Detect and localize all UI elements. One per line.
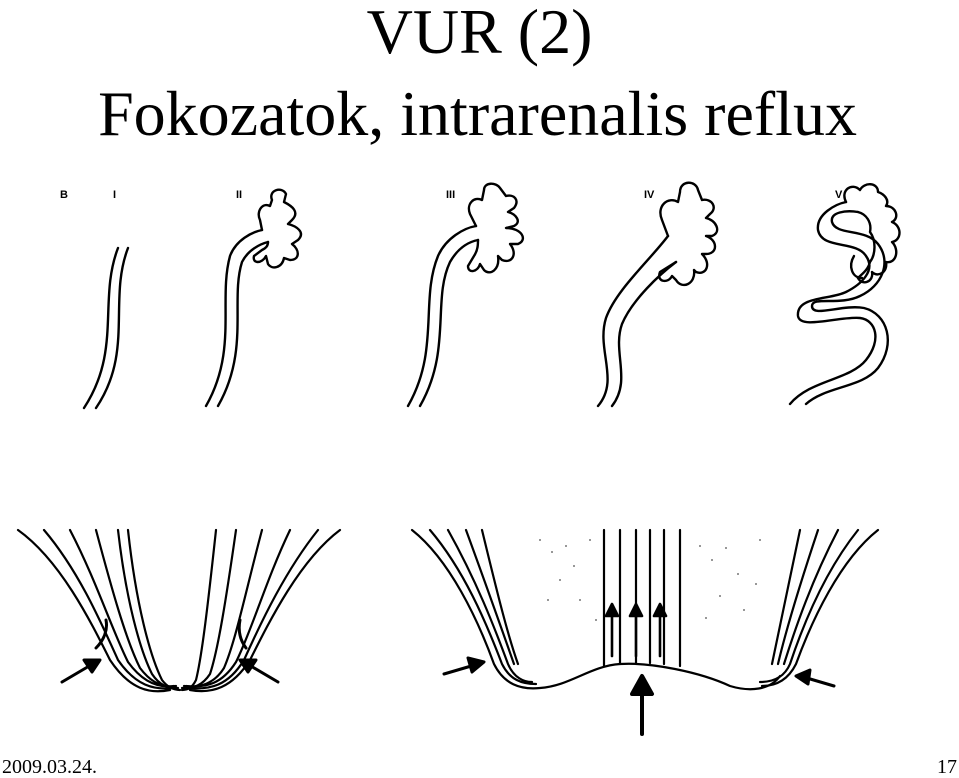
page-number: 17 xyxy=(937,756,957,778)
ureter-grade-v xyxy=(788,183,901,406)
grade-label-v: V xyxy=(835,189,843,201)
grade-label-iv: IV xyxy=(644,189,655,201)
ureter-grade-i xyxy=(82,246,130,410)
arrow-left-normal xyxy=(60,658,102,684)
ureter-grade-iv xyxy=(596,181,719,408)
arrow-left-compound xyxy=(442,656,486,676)
grade-label-iii: III xyxy=(446,189,456,201)
grade-label-ii: II xyxy=(236,189,243,201)
arrow-right-compound xyxy=(794,668,836,688)
grade-label-b: B xyxy=(60,189,68,201)
ureter-grade-iii xyxy=(406,182,525,408)
reflux-arrows xyxy=(604,602,668,658)
footer-date: 2009.03.24. xyxy=(2,756,97,778)
slide-title: VUR (2) xyxy=(366,0,593,67)
papilla-normal xyxy=(16,528,342,693)
slide-subtitle: Fokozatok, intrarenalis reflux xyxy=(98,78,857,149)
arrow-right-normal xyxy=(238,658,280,684)
pressure-arrow-up xyxy=(630,674,654,736)
ureter-grade-ii xyxy=(204,188,303,408)
stipple-texture xyxy=(539,539,761,621)
grade-label-i: I xyxy=(113,189,117,201)
